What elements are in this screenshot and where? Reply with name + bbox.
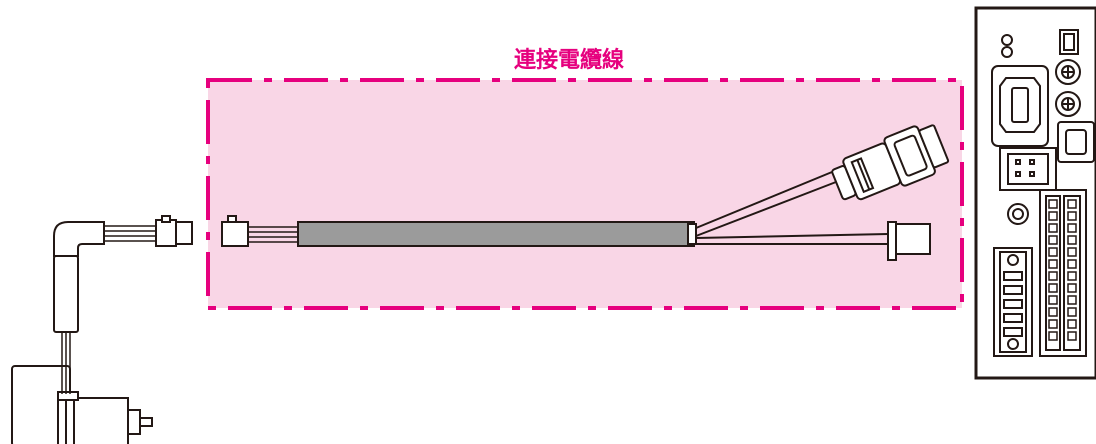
cable-icon [248, 171, 889, 247]
cable-title-label: 連接電纜線 [514, 48, 625, 73]
motor-icon [11, 221, 156, 444]
driver-icon [974, 6, 1096, 380]
encoder-connector-icon [831, 124, 950, 201]
cable-sheath [297, 221, 695, 247]
connection-cable-area [206, 78, 964, 310]
cable-connector-left-icon [221, 215, 249, 247]
motor-lead-connector-icon [155, 215, 193, 247]
power-connector-icon [887, 221, 931, 261]
highlight-box [206, 78, 964, 310]
